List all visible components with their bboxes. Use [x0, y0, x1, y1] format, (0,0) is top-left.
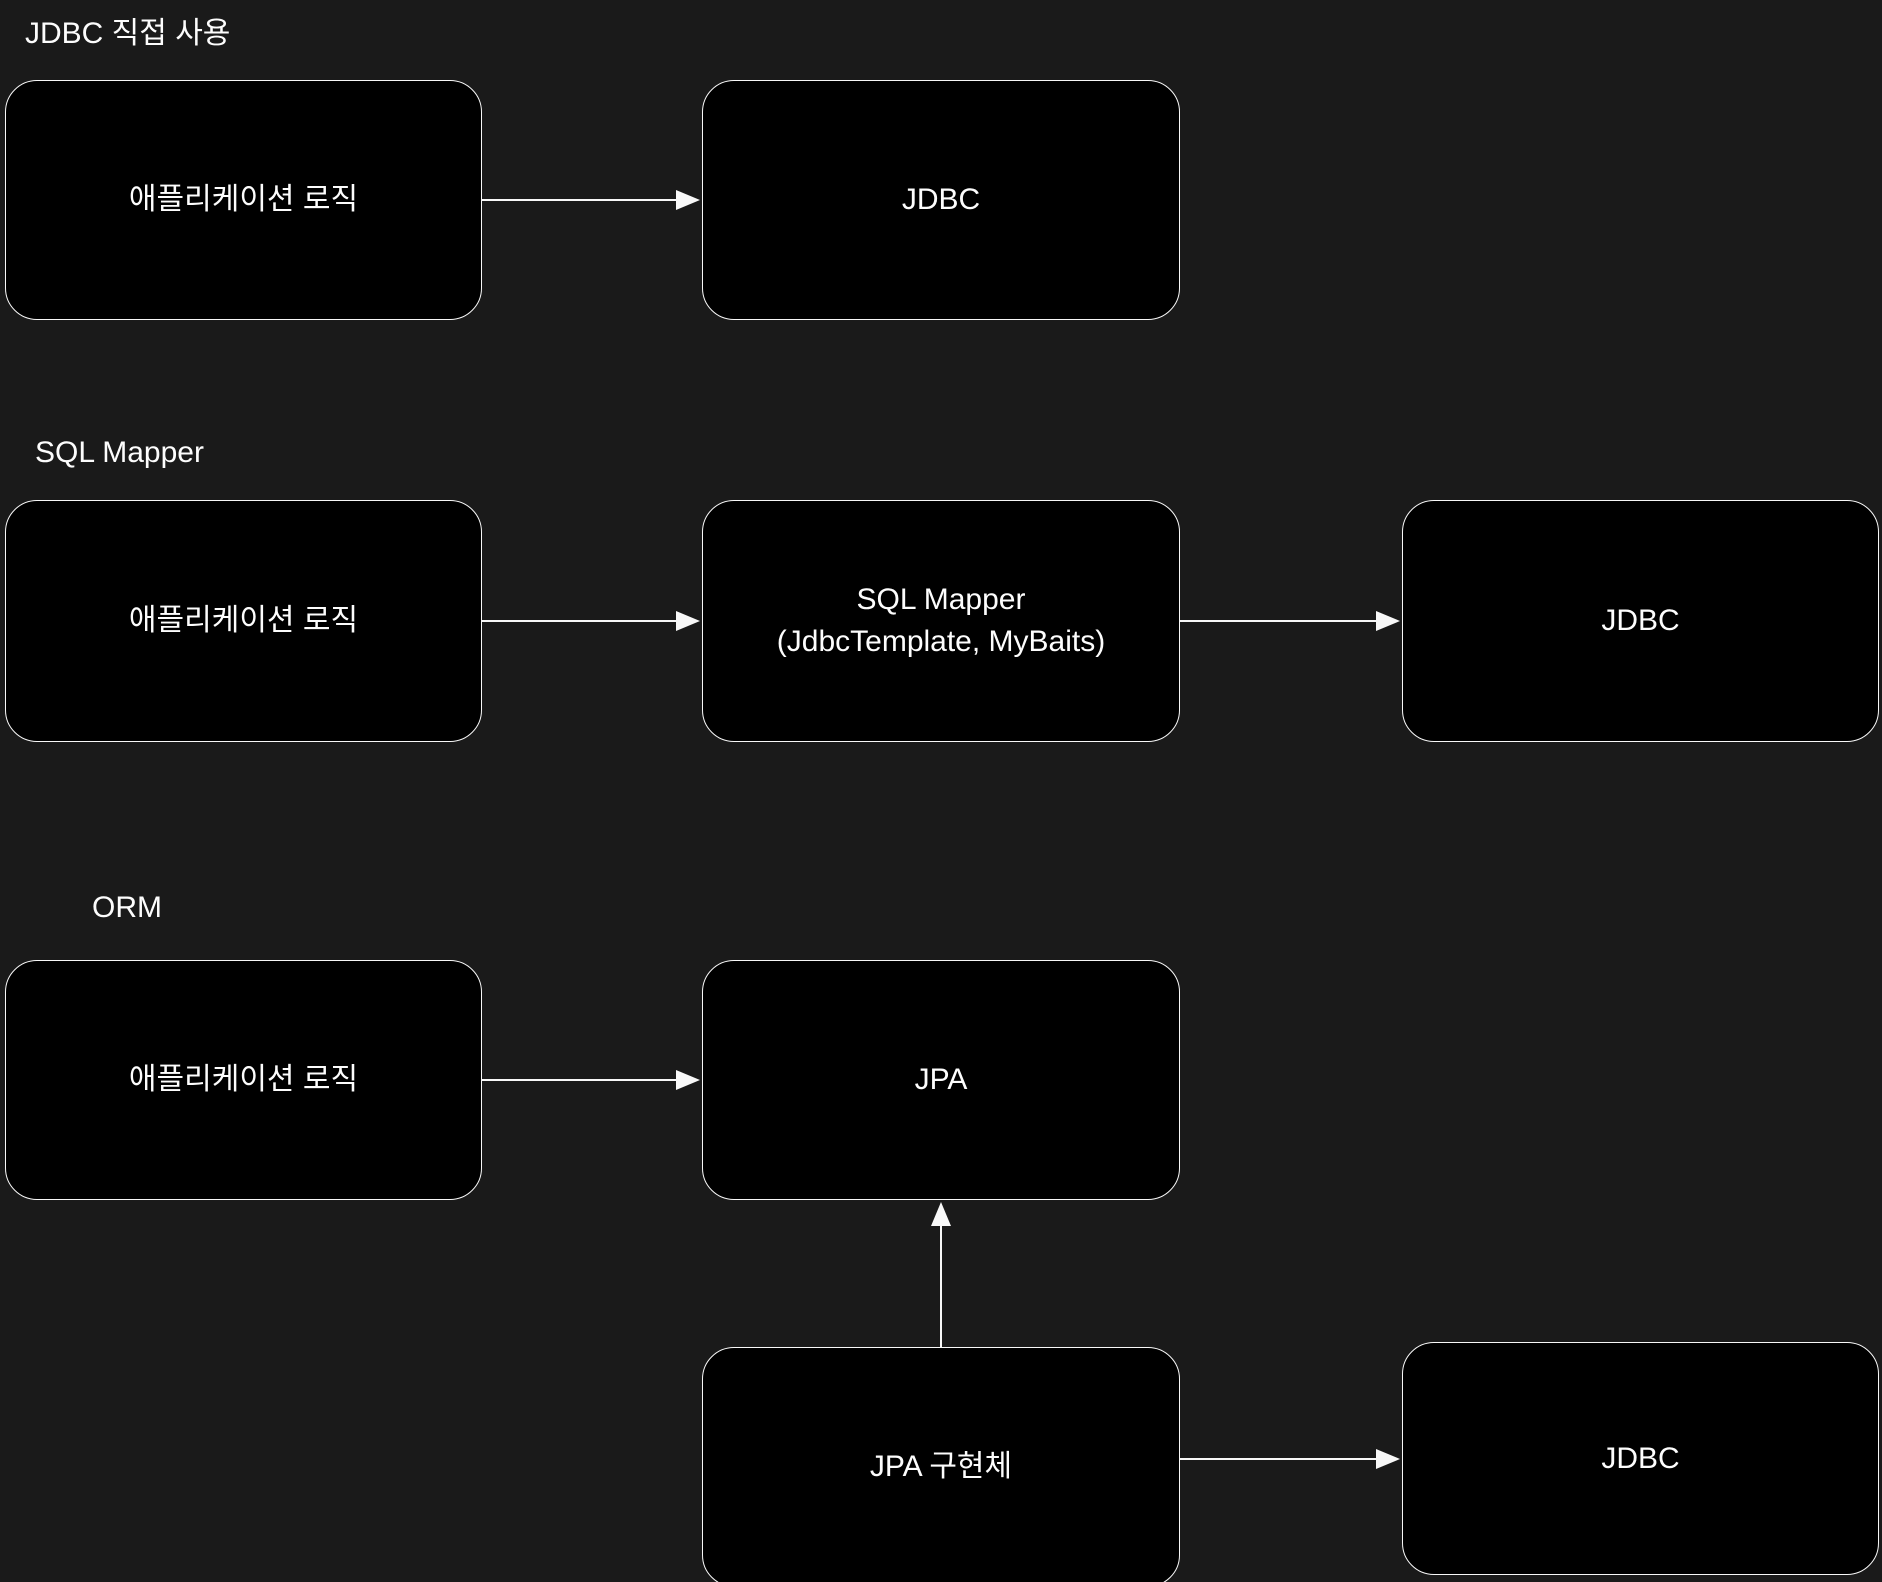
section-title-sql-mapper: SQL Mapper: [35, 436, 204, 469]
section-title-orm: ORM: [92, 891, 162, 924]
arrow-sql-mapper-mapper-to-jdbc: [1180, 611, 1400, 631]
box-label: JPA 구현체: [869, 1450, 1013, 1483]
box-sublabel: (JdbcTemplate, MyBaits): [776, 625, 1106, 658]
arrow-orm-app-to-jpa: [482, 1070, 700, 1090]
arrow-sql-mapper-app-to-mapper: [482, 611, 700, 631]
arrow-jdbc-direct-app-to-jdbc: [482, 190, 700, 210]
section-title-jdbc-direct: JDBC 직접 사용: [25, 17, 231, 50]
arrow-orm-jpa-impl-to-jpa: [931, 1202, 951, 1347]
box-orm-jdbc: JDBC: [1402, 1342, 1879, 1575]
box-orm-jpa-impl: JPA 구현체: [702, 1347, 1180, 1582]
box-orm-app-logic: 애플리케이션 로직: [5, 960, 482, 1200]
box-label: JDBC: [1601, 1441, 1680, 1475]
box-sql-mapper: SQL Mapper (JdbcTemplate, MyBaits): [702, 500, 1180, 742]
arrow-orm-jpa-impl-to-jdbc: [1180, 1449, 1400, 1469]
box-sql-mapper-app-logic: 애플리케이션 로직: [5, 500, 482, 742]
box-jdbc-direct-jdbc: JDBC: [702, 80, 1180, 320]
box-label: 애플리케이션 로직: [128, 183, 359, 216]
box-label: JDBC: [901, 183, 981, 216]
box-orm-jpa: JPA: [702, 960, 1180, 1200]
box-label: JPA: [914, 1063, 968, 1096]
box-label: JDBC: [1601, 604, 1680, 637]
box-sql-mapper-jdbc: JDBC: [1402, 500, 1879, 742]
box-jdbc-direct-app-logic: 애플리케이션 로직: [5, 80, 482, 320]
box-label: 애플리케이션 로직: [128, 1063, 359, 1096]
box-label: SQL Mapper: [856, 583, 1026, 616]
box-label: 애플리케이션 로직: [128, 604, 359, 637]
